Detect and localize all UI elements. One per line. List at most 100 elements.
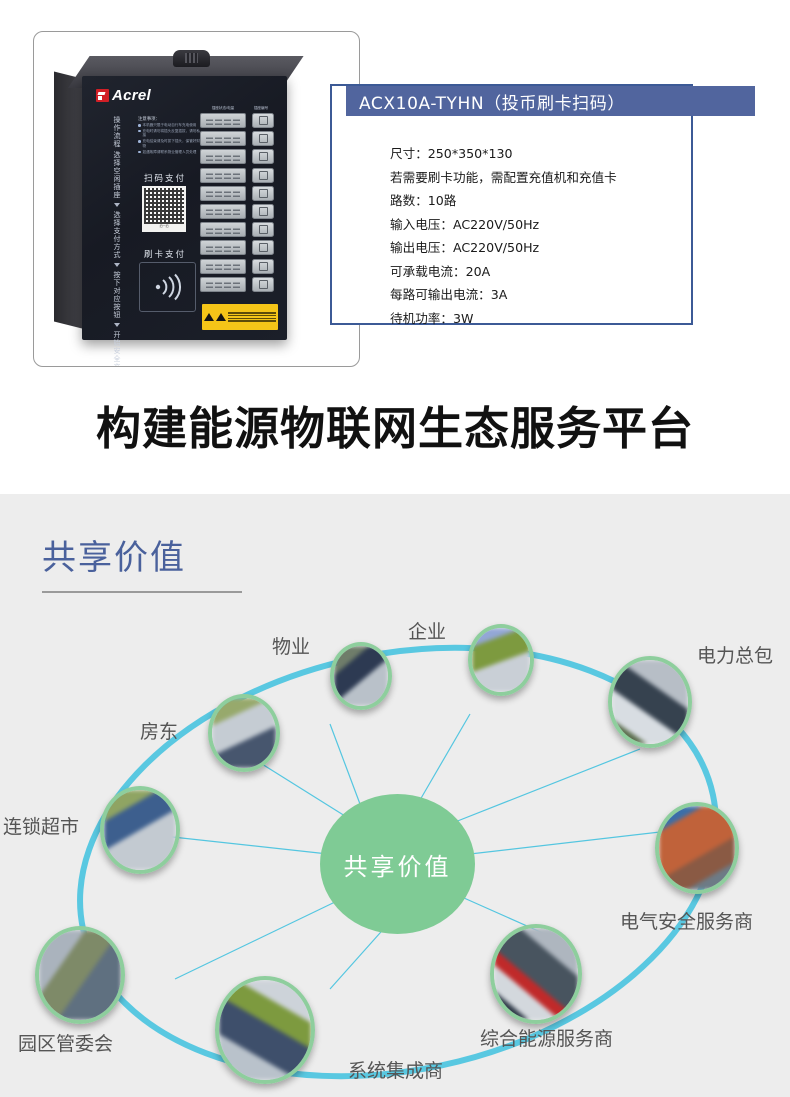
seven-segment-digit bbox=[233, 280, 240, 289]
section-title: 共享价值 bbox=[42, 538, 186, 578]
step-label-1: 选择空闲插座 bbox=[113, 151, 121, 199]
device-top-knob bbox=[173, 50, 210, 67]
socket-display bbox=[200, 276, 246, 292]
acrel-logo-text: Acrel bbox=[112, 87, 152, 104]
nfc-wave-icon bbox=[155, 273, 181, 301]
socket-button-5[interactable] bbox=[252, 185, 274, 201]
node-photo bbox=[104, 790, 176, 870]
meter-row bbox=[200, 131, 278, 147]
node-photo bbox=[472, 628, 530, 692]
node-dianqianquan[interactable] bbox=[655, 802, 739, 894]
spec-item-4: 输出电压：AC220V/50Hz bbox=[390, 240, 540, 255]
node-lianshuochaoshi[interactable] bbox=[100, 786, 180, 874]
node-qiye[interactable] bbox=[468, 624, 534, 696]
socket-button-8[interactable] bbox=[252, 240, 274, 256]
warning-text-lines bbox=[228, 312, 276, 322]
acrel-logo-mark bbox=[96, 89, 109, 102]
socket-button-4[interactable] bbox=[252, 167, 274, 183]
seven-segment-digit bbox=[224, 116, 231, 125]
socket-button-6[interactable] bbox=[252, 203, 274, 219]
node-label-lianshuochaoshi: 连锁超市 bbox=[3, 816, 80, 838]
meter-row bbox=[200, 222, 278, 238]
seven-segment-digit bbox=[215, 262, 222, 270]
charging-station-device: Acrel 操作流程 选择空闲插座 选择支付方式 按下对应按钮 开始安全充电 注… bbox=[54, 50, 304, 366]
electric-hazard-icon bbox=[204, 313, 214, 321]
seven-segment-digit bbox=[224, 280, 231, 289]
seven-segment-digit bbox=[224, 171, 231, 180]
seven-segment-digit bbox=[233, 225, 240, 234]
node-photo bbox=[39, 930, 121, 1020]
seven-segment-digit bbox=[215, 280, 222, 289]
bullet-icon bbox=[138, 124, 141, 127]
qr-code-icon bbox=[144, 188, 184, 224]
node-fangdong[interactable] bbox=[208, 694, 280, 772]
socket-display bbox=[200, 240, 246, 256]
seven-segment-digit bbox=[206, 280, 213, 289]
node-wuye[interactable] bbox=[330, 642, 392, 710]
seven-segment-digit bbox=[233, 207, 240, 216]
rfid-reader-area[interactable] bbox=[139, 262, 196, 312]
bullet-icon bbox=[138, 129, 141, 133]
meter-grid-header: 插座状态/电量 插座编号 bbox=[200, 106, 278, 110]
seven-segment-digit bbox=[215, 225, 222, 234]
product-top-section: Acrel 操作流程 选择空闲插座 选择支付方式 按下对应按钮 开始安全充电 注… bbox=[0, 0, 790, 494]
section-title-underline bbox=[42, 591, 242, 593]
node-label-dianlizongbao: 电力总包 bbox=[697, 645, 774, 667]
seven-segment-digit bbox=[233, 116, 240, 125]
meter-rows bbox=[200, 113, 278, 292]
node-yuanqu[interactable] bbox=[35, 926, 125, 1024]
seven-segment-digit bbox=[206, 189, 213, 198]
socket-button-9[interactable] bbox=[252, 258, 274, 274]
socket-display bbox=[200, 185, 246, 201]
page-headline: 构建能源物联网生态服务平台 bbox=[95, 402, 694, 455]
notice-title: 注意事项： bbox=[138, 116, 160, 121]
socket-display bbox=[200, 222, 246, 238]
seven-segment-digit bbox=[233, 243, 240, 252]
meter-header-left: 插座状态/电量 bbox=[211, 106, 235, 110]
socket-display bbox=[200, 258, 246, 274]
step-arrow-icon bbox=[114, 323, 120, 327]
socket-button-7[interactable] bbox=[252, 222, 274, 238]
seven-segment-digit bbox=[206, 262, 213, 270]
seven-segment-digit bbox=[215, 134, 222, 143]
spec-item-0: 尺寸：250*350*130 bbox=[390, 146, 513, 161]
seven-segment-digit bbox=[233, 152, 240, 161]
seven-segment-digit bbox=[233, 262, 240, 270]
step-arrow-icon bbox=[114, 203, 120, 207]
seven-segment-digit bbox=[224, 262, 231, 270]
seven-segment-digit bbox=[206, 207, 213, 216]
seven-segment-digit bbox=[215, 189, 222, 198]
meter-row bbox=[200, 240, 278, 256]
step-label-2: 选择支付方式 bbox=[113, 211, 121, 259]
spec-box bbox=[330, 84, 693, 325]
warning-label bbox=[202, 304, 278, 330]
meter-row bbox=[200, 149, 278, 165]
notice-block: 注意事项： 本机器只限于电动自行车充电使用 充电时请勿将插头反复插拔，请勿私接 … bbox=[138, 116, 200, 155]
seven-segment-digit bbox=[215, 243, 222, 252]
spec-item-1: 若需要刷卡功能，需配置充值机和充值卡 bbox=[390, 169, 617, 185]
product-photo-card: Acrel 操作流程 选择空闲插座 选择支付方式 按下对应按钮 开始安全充电 注… bbox=[33, 31, 360, 367]
socket-display bbox=[200, 167, 246, 183]
seven-segment-digit bbox=[215, 116, 222, 125]
seven-segment-digit bbox=[233, 189, 240, 198]
seven-segment-digit bbox=[224, 152, 231, 161]
node-photo bbox=[612, 660, 688, 744]
notice-item: 充电时请勿将插头反复插拔，请勿私接 bbox=[138, 129, 200, 138]
node-label-zongheneng: 综合能源服务商 bbox=[480, 1028, 614, 1050]
node-dianlizongbao[interactable] bbox=[608, 656, 692, 748]
node-xitongjicheng[interactable] bbox=[215, 976, 315, 1084]
socket-display bbox=[200, 149, 246, 165]
socket-display bbox=[200, 113, 246, 128]
socket-button-10[interactable] bbox=[252, 276, 274, 292]
socket-button-1[interactable] bbox=[252, 113, 274, 128]
spec-item-5: 可承载电流：20A bbox=[390, 263, 491, 279]
node-label-wuye: 物业 bbox=[272, 636, 311, 658]
seven-segment-digit bbox=[233, 134, 240, 143]
seven-segment-digit bbox=[224, 243, 231, 252]
socket-button-3[interactable] bbox=[252, 149, 274, 165]
socket-button-2[interactable] bbox=[252, 131, 274, 147]
qr-caption: 扫一扫 bbox=[159, 224, 169, 228]
node-zongheneng[interactable] bbox=[490, 924, 582, 1024]
seven-segment-digit bbox=[215, 152, 222, 161]
